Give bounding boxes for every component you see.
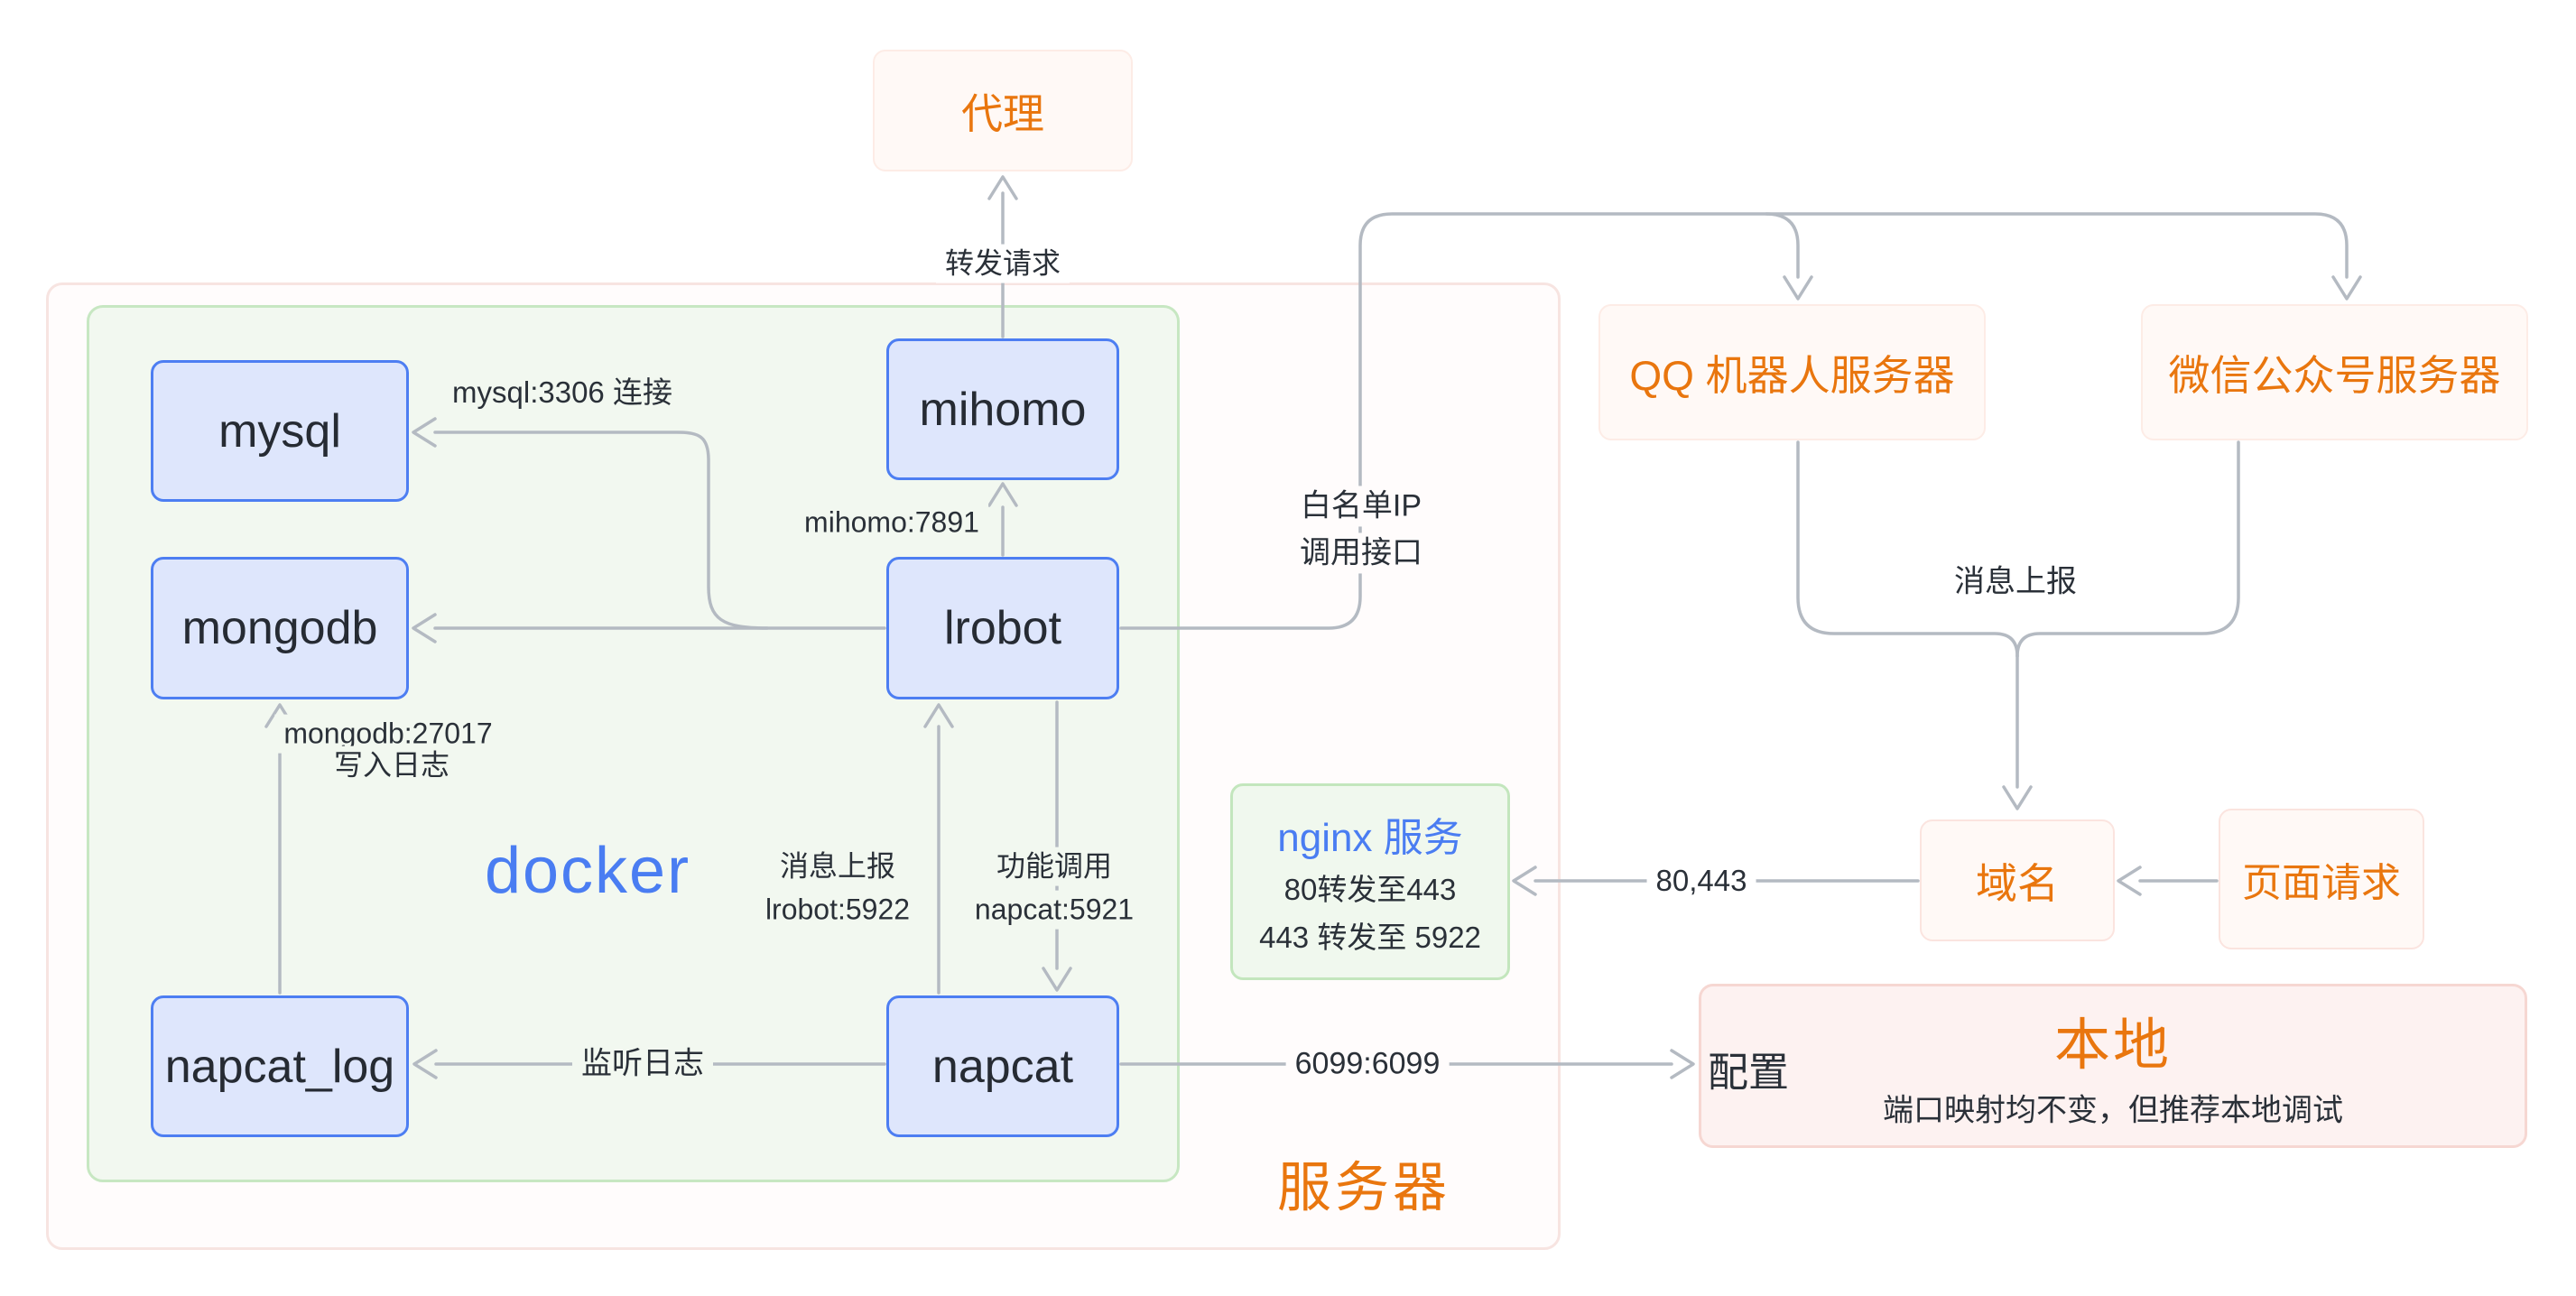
edge-label-func-call: 功能调用: [987, 847, 1122, 886]
nginx-service-title: nginx 服务: [1277, 816, 1463, 861]
node-mongodb-label: mongodb: [181, 602, 378, 654]
edge-label-write-log: 写入日志: [324, 745, 459, 785]
edge-label-napcat-port: napcat:5921: [965, 890, 1144, 930]
local-box: [1699, 984, 2527, 1148]
node-lrobot-label: lrobot: [943, 602, 1062, 654]
nginx-forward-rule-2: 443 转发至 5922: [1259, 921, 1481, 954]
edge-label-80-443: 80,443: [1646, 861, 1756, 901]
server-container-title: 服务器: [1277, 1157, 1450, 1218]
arrowhead-left-domain: [2117, 866, 2142, 896]
node-napcat-log: napcat_log: [151, 995, 409, 1137]
edge-qq-down: [1796, 440, 2019, 658]
node-proxy: 代理: [873, 50, 1133, 171]
node-mihomo: mihomo: [886, 338, 1119, 480]
arrowhead-down-wechat: [2331, 275, 2362, 301]
nginx-service-box: nginx 服务 80转发至443 443 转发至 5922: [1230, 783, 1510, 980]
node-napcat-label: napcat: [931, 1040, 1074, 1093]
local-box-title: 本地: [2053, 1014, 2173, 1077]
edge-label-mihomo-port: mihomo:7891: [795, 503, 988, 542]
edge-wechat-down: [2015, 440, 2240, 658]
local-box-note: 端口映射均不变，但推荐本地调试: [1883, 1093, 2343, 1128]
edge-label-port-6099: 6099:6099: [1285, 1043, 1450, 1085]
arrowhead-down-qq: [1783, 275, 1813, 301]
nginx-forward-rule-1: 80转发至443: [1283, 873, 1457, 907]
node-domain-label: 域名: [1976, 859, 2059, 907]
edge-label-call-api: 调用接口: [1291, 532, 1432, 574]
edge-label-msg-report-right: 消息上报: [1945, 561, 2086, 603]
node-wechat-server-label: 微信公众号服务器: [2168, 351, 2501, 399]
edge-branch-to-qq: [1765, 212, 1800, 279]
edge-label-listen-log: 监听日志: [572, 1043, 713, 1085]
node-lrobot: lrobot: [886, 557, 1119, 699]
local-config-label: 配置: [1708, 1049, 1790, 1096]
edge-label-mysql-connect: mysql:3306 连接: [443, 373, 681, 412]
node-qq-server-label: QQ 机器人服务器: [1629, 351, 1955, 399]
edge-label-lrobot-port: lrobot:5922: [755, 890, 920, 930]
node-napcat: napcat: [886, 995, 1119, 1137]
node-mysql-label: mysql: [218, 404, 341, 458]
node-mysql: mysql: [151, 360, 409, 502]
edge-label-forward-request: 转发请求: [935, 244, 1070, 283]
edge-label-whitelist-ip: 白名单IP: [1291, 486, 1432, 527]
node-mongodb: mongodb: [151, 557, 409, 699]
node-domain: 域名: [1920, 819, 2115, 941]
arrowhead-up-proxy: [987, 175, 1018, 200]
node-page-request-label: 页面请求: [2242, 861, 2401, 905]
edge-label-msg-report-left: 消息上报: [770, 847, 905, 886]
arrowhead-down-domain: [2002, 785, 2033, 810]
arrowhead-right-local: [1670, 1049, 1695, 1079]
node-qq-server: QQ 机器人服务器: [1598, 304, 1986, 440]
node-mihomo-label: mihomo: [919, 383, 1087, 436]
node-napcat-log-label: napcat_log: [164, 1040, 395, 1093]
node-proxy-label: 代理: [961, 89, 1044, 137]
docker-container-title: docker: [484, 835, 691, 907]
node-wechat-server: 微信公众号服务器: [2141, 304, 2528, 440]
node-page-request: 页面请求: [2219, 809, 2424, 949]
